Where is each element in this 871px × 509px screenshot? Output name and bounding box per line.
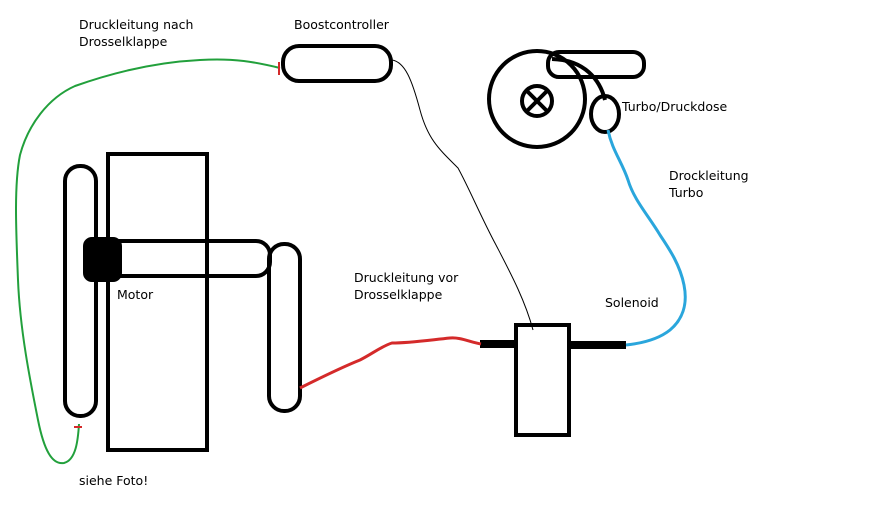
- shaft-hub: [83, 237, 122, 282]
- turbo-housing: [487, 49, 587, 149]
- label-line-1: Druckleitung nach: [79, 17, 194, 32]
- label-text: Turbo/Druckdose: [622, 99, 728, 114]
- label-see-photo: siehe Foto!: [79, 472, 148, 489]
- label-text: Boostcontroller: [294, 17, 389, 32]
- label-pressure-line-turbo: Drockleitung Turbo: [669, 167, 749, 201]
- solenoid-body: [514, 323, 571, 437]
- label-text: Motor: [117, 287, 154, 302]
- wastegate-arm: [551, 57, 607, 101]
- label-pressure-line-to-throttle: Druckleitung nach Drosselklappe: [79, 16, 193, 50]
- label-turbo-wastegate: Turbo/Druckdose: [622, 98, 727, 115]
- label-line-2: Drosselklappe: [354, 287, 443, 302]
- label-line-1: Drockleitung: [669, 168, 749, 183]
- label-line-1: Druckleitung vor: [354, 270, 459, 285]
- pressure-line-to-throttle: [15, 58, 281, 465]
- label-line-2: Drosselklappe: [79, 34, 168, 49]
- turbo-wheel-cross-b: [525, 89, 549, 113]
- label-line-2: Turbo: [669, 185, 704, 200]
- right-pulley: [267, 242, 302, 413]
- label-boost-controller: Boostcontroller: [294, 16, 389, 33]
- label-text: siehe Foto!: [79, 473, 149, 488]
- pressure-line-before-throttle: [299, 336, 482, 390]
- label-motor: Motor: [117, 286, 153, 303]
- label-text: Solenoid: [605, 295, 659, 310]
- solenoid-port-right: [568, 341, 626, 349]
- label-pressure-line-before-throttle: Druckleitung vor Drosselklappe: [354, 269, 458, 303]
- wastegate-actuator: [589, 94, 621, 134]
- pressure-line-turbo: [606, 129, 687, 347]
- turbo-wheel-circle: [520, 84, 554, 118]
- boost-controller-body: [281, 44, 393, 83]
- turbo-outlet: [546, 50, 646, 79]
- engine-block: [106, 152, 209, 452]
- signal-wire: [391, 59, 534, 331]
- label-solenoid: Solenoid: [605, 294, 659, 311]
- left-pulley: [63, 164, 98, 418]
- solenoid-port-left: [480, 340, 517, 348]
